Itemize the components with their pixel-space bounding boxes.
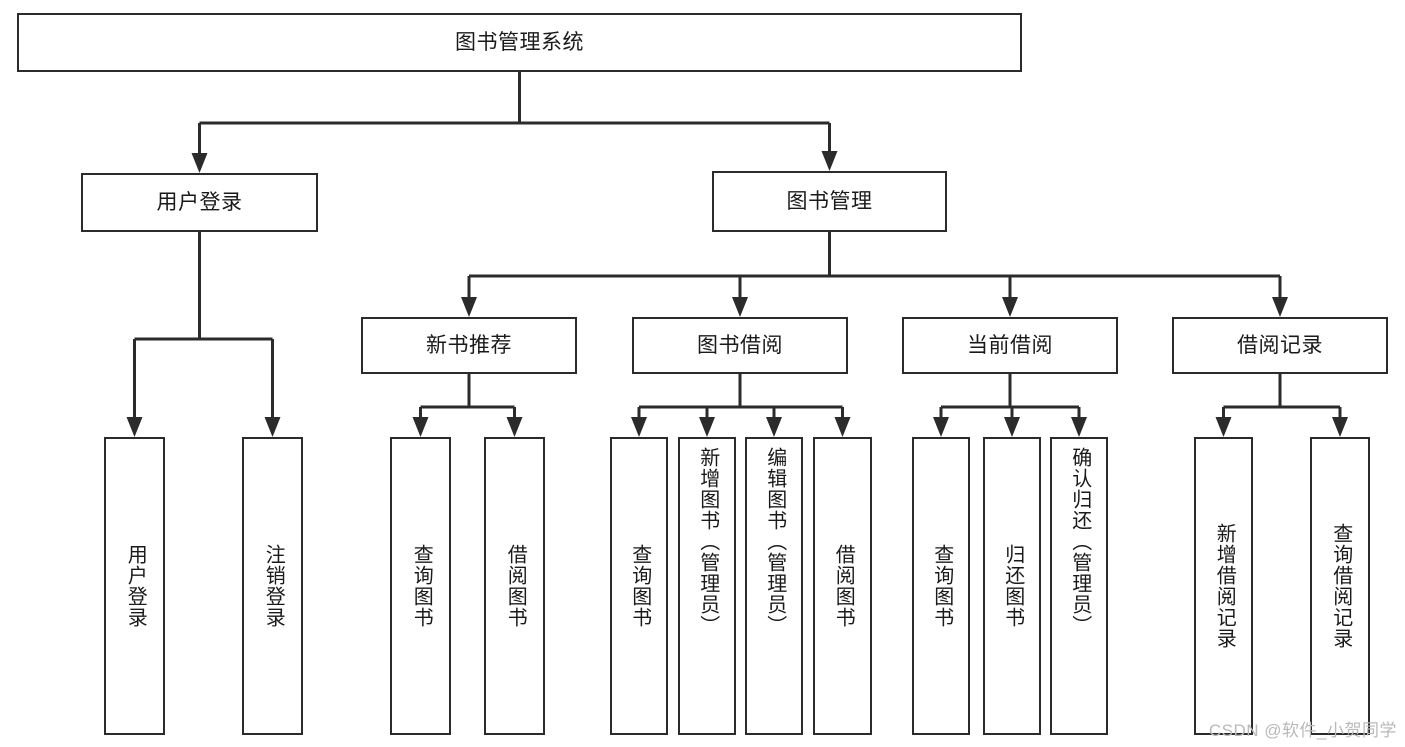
node-label: 确认归还（管理员）	[1068, 447, 1091, 636]
arrowhead	[699, 417, 715, 437]
node-label: 新增借阅记录	[1213, 523, 1236, 649]
node-label: 归还图书	[1001, 544, 1024, 628]
arrowhead	[766, 417, 782, 437]
node-leaf-add-record[interactable]: 新增借阅记录	[1194, 437, 1253, 735]
node-borrow-record[interactable]: 借阅记录	[1172, 317, 1388, 374]
arrowhead	[834, 417, 851, 437]
node-label: 编辑图书（管理员）	[763, 447, 786, 636]
arrowhead	[1332, 417, 1348, 437]
node-leaf-query-book-1[interactable]: 查询图书	[390, 437, 451, 735]
node-label: 用户登录	[156, 191, 243, 214]
node-leaf-logout[interactable]: 注销登录	[242, 437, 303, 735]
arrowhead	[1215, 417, 1232, 437]
node-label: 图书借阅	[697, 334, 783, 357]
arrowhead	[1272, 297, 1288, 317]
node-leaf-query-book-3[interactable]: 查询图书	[912, 437, 970, 735]
arrowhead	[126, 417, 143, 437]
arrowhead	[461, 297, 477, 317]
node-leaf-query-record[interactable]: 查询借阅记录	[1310, 437, 1370, 735]
node-label: 借阅图书	[832, 544, 855, 628]
watermark-text: CSDN @软件_小贺同学	[1208, 721, 1397, 740]
node-label: 注销登录	[262, 544, 285, 628]
node-leaf-return-book[interactable]: 归还图书	[983, 437, 1041, 735]
arrowhead	[631, 417, 647, 437]
arrowhead	[506, 417, 523, 437]
node-label: 查询图书	[410, 544, 433, 628]
arrowhead	[821, 151, 838, 171]
node-label: 查询借阅记录	[1329, 523, 1352, 649]
node-book-borrow[interactable]: 图书借阅	[632, 317, 848, 374]
node-leaf-borrow-book-1[interactable]: 借阅图书	[484, 437, 545, 735]
node-current-borrow[interactable]: 当前借阅	[902, 317, 1118, 374]
arrowhead	[1002, 297, 1018, 317]
arrowhead	[732, 297, 748, 317]
node-book-manage[interactable]: 图书管理	[712, 171, 947, 232]
node-label: 当前借阅	[967, 334, 1053, 357]
node-root[interactable]: 图书管理系统	[17, 13, 1022, 72]
node-label: 借阅图书	[504, 544, 527, 628]
node-new-book-rec[interactable]: 新书推荐	[361, 317, 577, 374]
node-label: 新增图书（管理员）	[696, 447, 719, 636]
node-leaf-add-book[interactable]: 新增图书（管理员）	[678, 437, 736, 735]
node-label: 借阅记录	[1237, 334, 1323, 357]
arrowhead	[1071, 417, 1087, 437]
node-label: 新书推荐	[426, 334, 512, 357]
node-label: 用户登录	[124, 544, 147, 628]
node-label: 查询图书	[628, 544, 651, 628]
node-leaf-edit-book[interactable]: 编辑图书（管理员）	[745, 437, 803, 735]
node-leaf-borrow-book-2[interactable]: 借阅图书	[813, 437, 872, 735]
node-leaf-query-book-2[interactable]: 查询图书	[610, 437, 668, 735]
node-leaf-user-login[interactable]: 用户登录	[104, 437, 165, 735]
arrowhead	[264, 417, 281, 437]
node-label: 图书管理	[786, 190, 873, 213]
node-label: 图书管理系统	[455, 31, 584, 54]
node-leaf-confirm-return[interactable]: 确认归还（管理员）	[1050, 437, 1108, 735]
arrowhead	[412, 417, 429, 437]
arrowhead	[933, 417, 949, 437]
arrowhead	[191, 153, 208, 173]
arrowhead	[1004, 417, 1020, 437]
node-label: 查询图书	[930, 544, 953, 628]
node-user-login[interactable]: 用户登录	[81, 173, 318, 232]
